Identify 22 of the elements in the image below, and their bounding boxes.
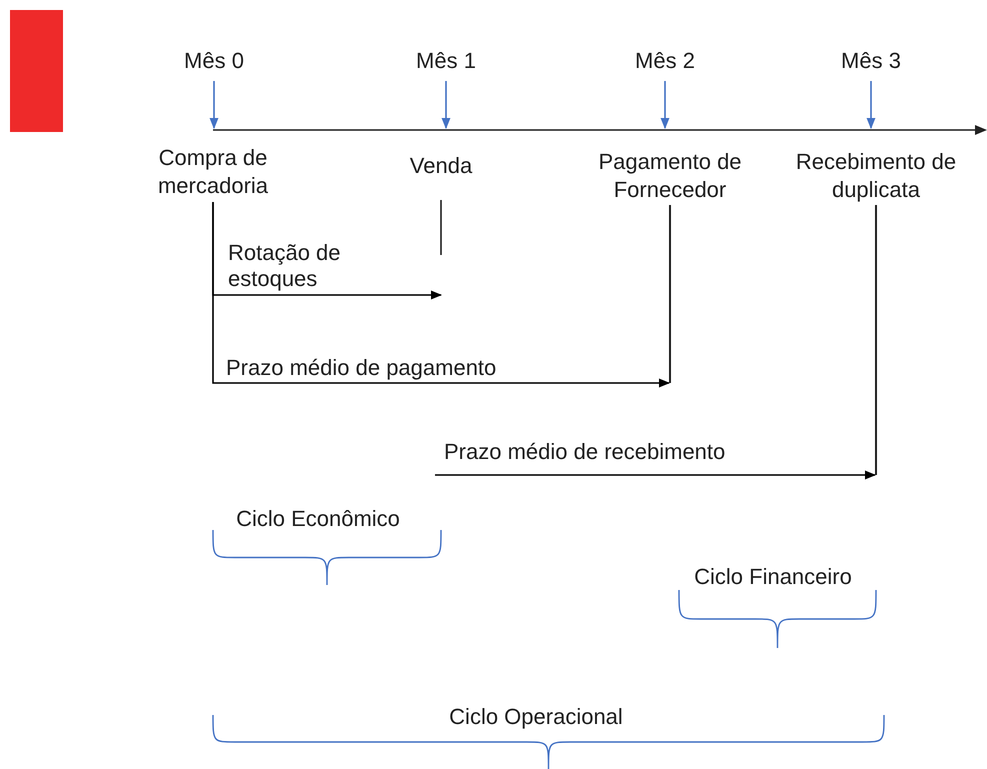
event-text: Venda: [408, 152, 474, 180]
event-text: Mês 0: [183, 47, 245, 75]
cycle-label: Ciclo Econômico: [235, 506, 401, 532]
event-text: Mês 3: [840, 47, 902, 75]
event-text: Mês 1: [415, 47, 477, 75]
event-text: Recebimento de duplicata: [794, 148, 958, 204]
arrow: [435, 470, 876, 480]
arrow: [212, 202, 670, 388]
edge-label: Prazo médio de recebimento: [444, 439, 726, 465]
arrow: [660, 81, 670, 130]
edge-label: Rotação de estoques: [228, 240, 342, 292]
arrow: [442, 81, 450, 130]
edge-label: Prazo médio de pagamento: [226, 355, 498, 381]
vertical-line: [875, 205, 877, 475]
cycle-label: Ciclo Operacional: [448, 704, 624, 730]
event-text: Pagamento de Fornecedor: [597, 148, 743, 204]
vertical-line: [669, 205, 671, 383]
cycle-label: Ciclo Financeiro: [693, 564, 853, 590]
event-text: Mês 2: [634, 47, 696, 75]
arrow: [866, 81, 876, 130]
arrow: [210, 81, 218, 130]
event-text: Compra de mercadoria: [156, 144, 270, 200]
